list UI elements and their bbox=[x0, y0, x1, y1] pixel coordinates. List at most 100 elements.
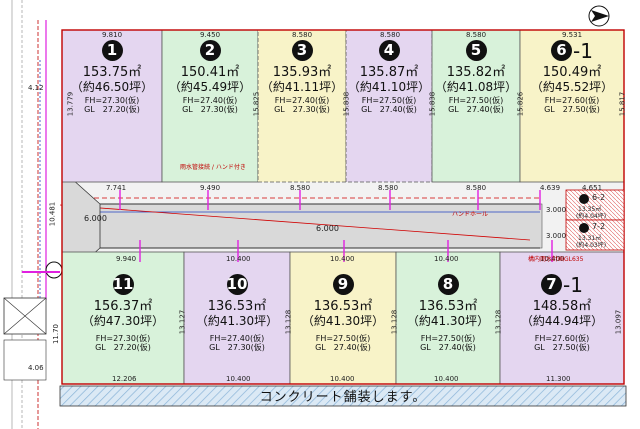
lot-8-gl: GL 27.40(仮) bbox=[420, 343, 476, 352]
lot-2-fh: FH=27.40(仮) bbox=[182, 96, 238, 105]
small-lot-6-2-area: 13.35㎡ bbox=[578, 206, 602, 213]
dim-mid-bottom-1: 9.940 bbox=[116, 255, 137, 263]
lot-7-1-gl: GL 27.50(仮) bbox=[534, 343, 590, 352]
red-note-1: 雨水管接続 / ハンド付き bbox=[180, 164, 246, 171]
lot-8-area: 136.53㎡ bbox=[418, 299, 478, 314]
lot-5-fh: FH=27.50(仮) bbox=[448, 96, 504, 105]
lot-1-gl: GL 27.20(仮) bbox=[84, 105, 140, 114]
lot-3-area: 135.93㎡ bbox=[272, 65, 332, 80]
dim-side-9: 13.128 bbox=[390, 309, 399, 335]
dim-mid-bottom-4: 10.400 bbox=[434, 255, 459, 263]
dim-bottom-4: 10.400 bbox=[434, 375, 459, 383]
lot-9-fh: FH=27.50(仮) bbox=[315, 334, 371, 343]
lot-3-fh: FH=27.40(仮) bbox=[274, 96, 330, 105]
lot-9-area: 136.53㎡ bbox=[313, 299, 373, 314]
dim-right-2: 3.000 bbox=[546, 232, 567, 240]
lot-4-area: 135.87㎡ bbox=[359, 65, 419, 80]
lot-2-tsubo: （約45.49坪） bbox=[168, 80, 252, 94]
small-lot-6-2-tsubo: (約4.04坪) bbox=[576, 213, 607, 220]
dim-left-3: 10.481 bbox=[48, 201, 57, 227]
dim-bottom-1: 12.206 bbox=[112, 375, 137, 383]
dim-mid-top-3: 8.580 bbox=[290, 184, 311, 192]
red-note-3: ハンドホール bbox=[452, 211, 489, 218]
lot-3-number-badge: 3 bbox=[291, 40, 313, 61]
dim-bottom-2: 10.400 bbox=[226, 375, 251, 383]
lot-6-1-fh: FH=27.60(仮) bbox=[544, 96, 600, 105]
lot-6-1-number-badge: 6 bbox=[551, 40, 573, 61]
lot-11-tsubo: （約47.30坪） bbox=[81, 314, 165, 328]
lot-11-number-badge: 11 bbox=[112, 274, 134, 295]
lot-10-number-badge: 10 bbox=[226, 274, 248, 295]
dim-left-2: 4.06 bbox=[28, 364, 44, 372]
red-note-2: 構内雨水計画GL635 bbox=[528, 256, 584, 263]
dim-road-1: 6.000 bbox=[84, 214, 107, 223]
small-lot-7-2-marker bbox=[579, 223, 589, 233]
lot-2-number-badge: 2 bbox=[199, 40, 221, 61]
lot-4-fh: FH=27.50(仮) bbox=[361, 96, 417, 105]
dim-top-2: 9.450 bbox=[200, 31, 221, 39]
lot-5-number-badge: 5 bbox=[465, 40, 487, 61]
lot-7-1-tsubo: （約44.94坪） bbox=[520, 314, 604, 328]
lot-4-gl: GL 27.40(仮) bbox=[361, 105, 417, 114]
lot-10-tsubo: （約41.30坪） bbox=[195, 314, 279, 328]
dim-left-4: 11.70 bbox=[52, 323, 61, 345]
dim-mid-bottom-3: 10.400 bbox=[330, 255, 355, 263]
lot-5-gl: GL 27.40(仮) bbox=[448, 105, 504, 114]
small-lot-6-2-marker bbox=[579, 194, 589, 204]
lot-9-tsubo: （約41.30坪） bbox=[301, 314, 385, 328]
lot-7-1-parcel bbox=[499, 251, 625, 385]
lot-7-1-info: 7-1 148.58㎡（約44.94坪） FH=27.60(仮)GL 27.50(仮… bbox=[500, 274, 624, 352]
dim-side-2: 15.825 bbox=[252, 91, 261, 117]
lot-11-area: 156.37㎡ bbox=[93, 299, 153, 314]
lot-6-1-suffix: -1 bbox=[573, 38, 593, 63]
lot-7-1-area: 148.58㎡ bbox=[532, 299, 592, 314]
lot-2-area: 150.41㎡ bbox=[180, 65, 240, 80]
dim-side-7: 13.127 bbox=[178, 309, 187, 335]
dim-side-3: 15.838 bbox=[342, 91, 351, 117]
lot-3-tsubo: （約41.11坪） bbox=[260, 80, 344, 94]
lot-10-area: 136.53㎡ bbox=[207, 299, 267, 314]
lot-7-1-number-badge: 7 bbox=[541, 274, 563, 295]
road-surface bbox=[71, 203, 543, 249]
dim-side-8: 13.128 bbox=[284, 309, 293, 335]
lot-11-gl: GL 27.20(仮) bbox=[95, 343, 151, 352]
dim-mid-top-5: 8.580 bbox=[466, 184, 487, 192]
dim-side-5: 15.826 bbox=[516, 91, 525, 117]
lot-11-info: 11 156.37㎡（約47.30坪） FH=27.30(仮)GL 27.20(仮) bbox=[62, 274, 184, 352]
dim-side-6: 15.817 bbox=[618, 91, 627, 117]
lot-1-area: 153.75㎡ bbox=[82, 65, 142, 80]
dim-bottom-3: 10.400 bbox=[330, 375, 355, 383]
dim-mid-top-6: 4.639 bbox=[540, 184, 561, 192]
lot-6-1-tsubo: （約45.52坪） bbox=[530, 80, 614, 94]
lot-6-1-gl: GL 27.50(仮) bbox=[544, 105, 600, 114]
lot-5-tsubo: （約41.08坪） bbox=[434, 80, 518, 94]
dim-mid-top-2: 9.490 bbox=[200, 184, 221, 192]
dim-top-1: 9.810 bbox=[102, 31, 123, 39]
lot-8-number-badge: 8 bbox=[437, 274, 459, 295]
dim-mid-top-4: 8.580 bbox=[378, 184, 399, 192]
dim-mid-top-7: 4.651 bbox=[582, 184, 603, 192]
pavement-notice: コンクリート舗装します。 bbox=[259, 390, 427, 405]
lot-11-fh: FH=27.30(仮) bbox=[95, 334, 151, 343]
lot-9-gl: GL 27.40(仮) bbox=[315, 343, 371, 352]
lot-7-1-fh: FH=27.60(仮) bbox=[534, 334, 590, 343]
small-lot-6-2-label: 6-2 bbox=[592, 193, 606, 202]
small-lot-7-2-area: 13.31㎡ bbox=[578, 235, 602, 242]
lot-7-1-suffix: -1 bbox=[563, 272, 583, 297]
neighbor-building bbox=[3, 339, 47, 381]
lot-8-fh: FH=27.50(仮) bbox=[420, 334, 476, 343]
dim-top-6: 9.531 bbox=[562, 31, 583, 39]
dim-road-2: 6.000 bbox=[316, 224, 339, 233]
utility-markers bbox=[119, 190, 553, 262]
lot-9-number-badge: 9 bbox=[332, 274, 354, 295]
dim-top-5: 8.580 bbox=[466, 31, 487, 39]
